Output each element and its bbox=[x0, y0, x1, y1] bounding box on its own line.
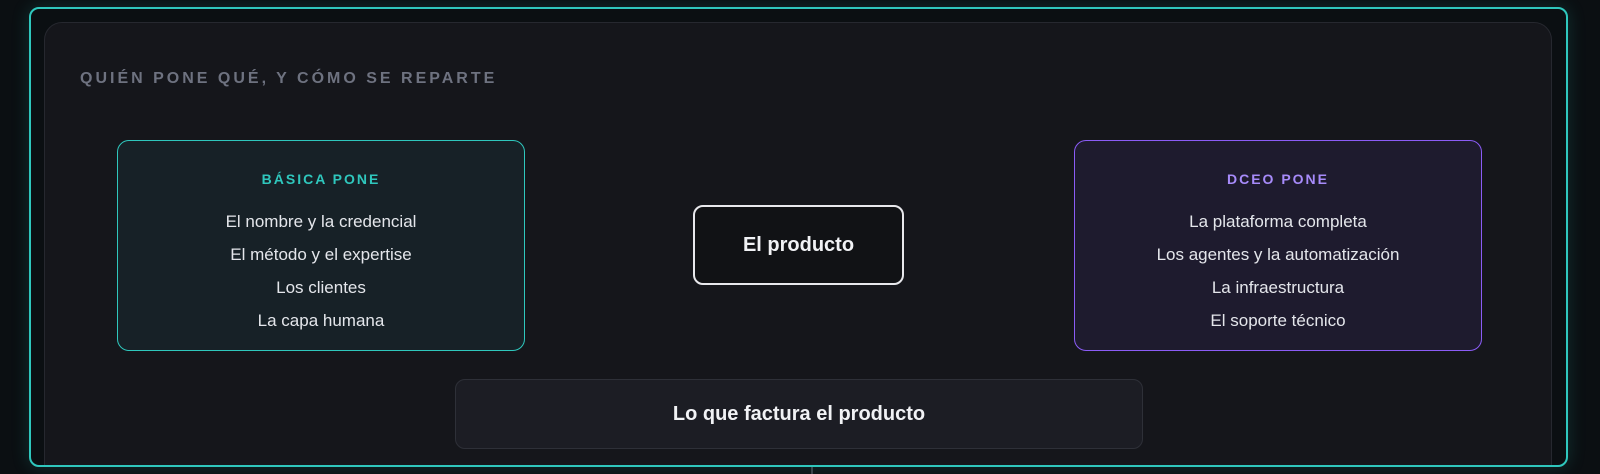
list-item: El método y el expertise bbox=[230, 245, 412, 264]
product-node: El producto bbox=[693, 205, 904, 285]
dceo-items-list: La plataforma completa Los agentes y la … bbox=[1075, 205, 1481, 337]
dceo-contributions-box: DCEO PONE La plataforma completa Los age… bbox=[1074, 140, 1482, 351]
list-item: El soporte técnico bbox=[1210, 311, 1346, 330]
dceo-box-title: DCEO PONE bbox=[1226, 171, 1329, 187]
revenue-node: Lo que factura el producto bbox=[455, 379, 1143, 449]
basica-contributions-box: BÁSICA PONE El nombre y la credencial El… bbox=[117, 140, 525, 351]
list-item: La plataforma completa bbox=[1189, 212, 1367, 231]
list-item: La capa humana bbox=[257, 311, 385, 330]
list-item: El nombre y la credencial bbox=[225, 212, 417, 231]
list-item: Los clientes bbox=[276, 278, 366, 297]
basica-box-title: BÁSICA PONE bbox=[261, 171, 381, 187]
basica-items-list: El nombre y la credencial El método y el… bbox=[118, 205, 524, 337]
section-title: QUIÉN PONE QUÉ, Y CÓMO SE REPARTE bbox=[80, 70, 498, 87]
diagram-panel: QUIÉN PONE QUÉ, Y CÓMO SE REPARTE BÁSICA… bbox=[44, 22, 1552, 465]
list-item: La infraestructura bbox=[1211, 278, 1345, 297]
list-item: Los agentes y la automatización bbox=[1156, 245, 1400, 264]
outer-frame: QUIÉN PONE QUÉ, Y CÓMO SE REPARTE BÁSICA… bbox=[29, 7, 1568, 467]
